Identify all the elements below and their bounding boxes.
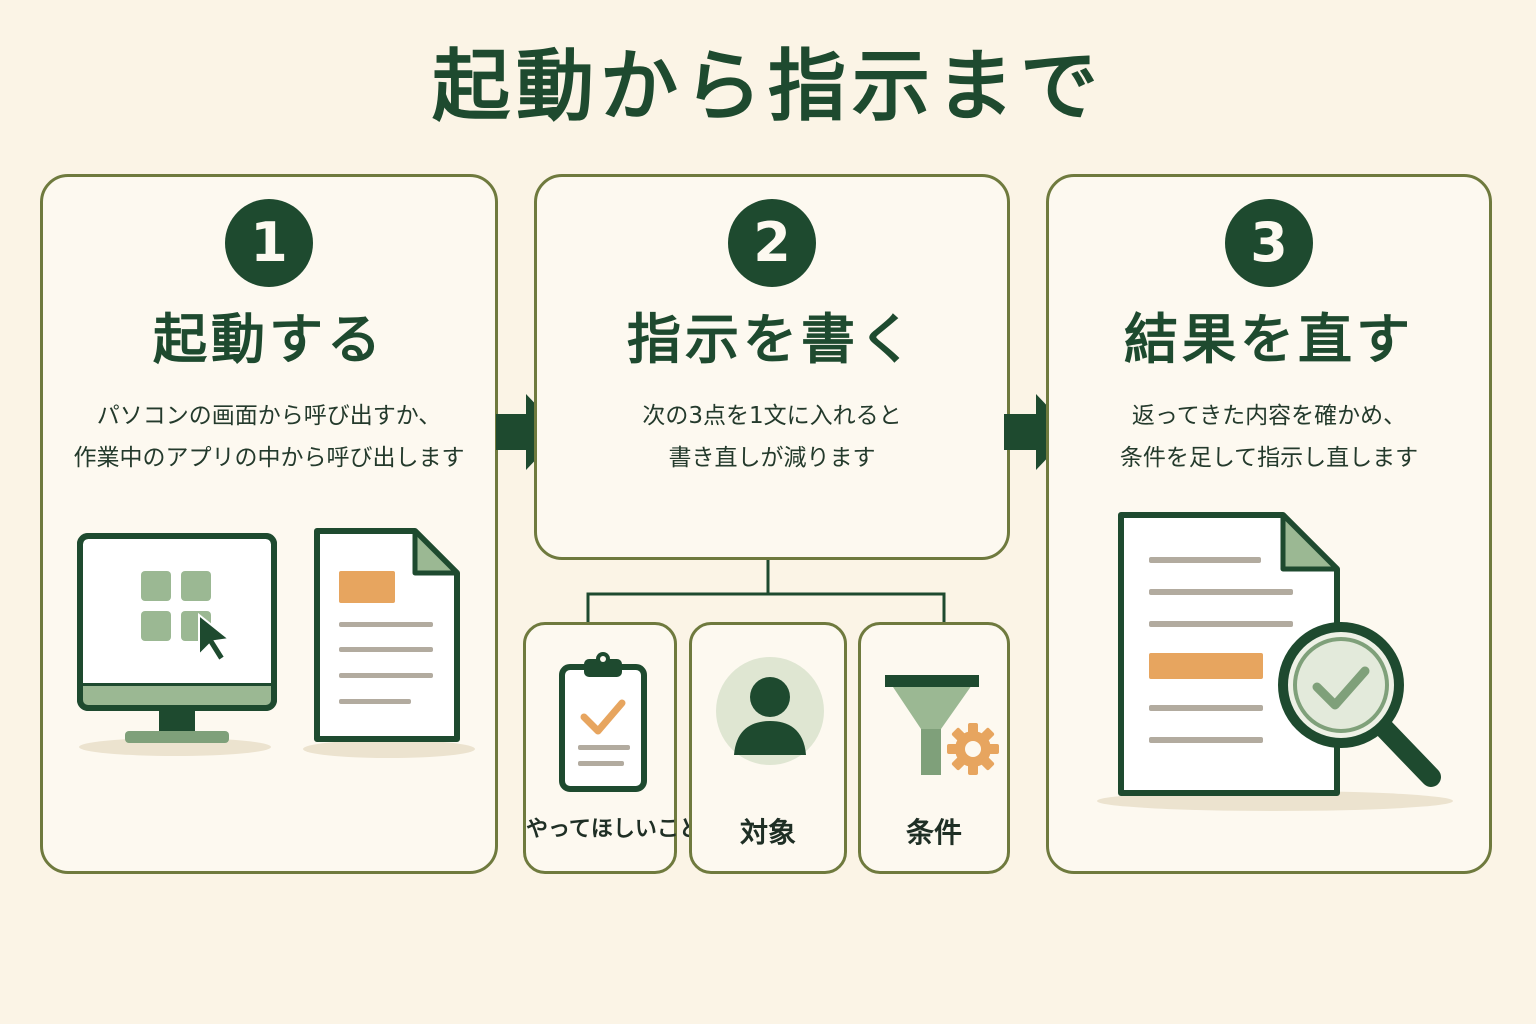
step-description-1: パソコンの画面から呼び出すか、 作業中のアプリの中から呼び出します [43, 395, 495, 479]
person-icon [716, 657, 824, 765]
funnel-gear-icon [885, 675, 999, 775]
description-line: 作業中のアプリの中から呼び出します [73, 445, 465, 471]
step-card-3: 3 結果を直す 返ってきた内容を確かめ、 条件を足して指示し直します [1046, 174, 1492, 874]
description-line: 条件を足して指示し直します [1119, 445, 1419, 471]
step-heading-2: 指示を書く [627, 308, 917, 371]
point-card-condition: 条件 [858, 622, 1010, 874]
monitor-icon [77, 533, 277, 756]
arrow-right-icon [1004, 394, 1072, 470]
point-label-condition: 条件 [905, 816, 962, 849]
point-card-task: やってほしいこと [523, 622, 701, 874]
point-card-target: 対象 [689, 622, 847, 874]
step-number-2: 2 [728, 199, 816, 287]
step-card-1: 1 起動する パソコンの画面から呼び出すか、 作業中のアプリの中から呼び出します [40, 174, 498, 874]
document-magnifier-check-icon [1097, 512, 1453, 811]
description-line: パソコンの画面から呼び出すか、 [96, 403, 442, 429]
step-heading-1: 起動する [153, 308, 385, 371]
description-line: 次の3点を1文に入れると [642, 403, 902, 429]
step-description-3: 返ってきた内容を確かめ、 条件を足して指示し直します [1049, 395, 1489, 479]
step-description-2: 次の3点を1文に入れると 書き直しが減ります [537, 395, 1007, 479]
step-number-3: 3 [1225, 199, 1313, 287]
step-number-1: 1 [225, 199, 313, 287]
arrow-right-icon [496, 394, 562, 470]
description-line: 書き直しが減ります [668, 445, 876, 471]
connector-lines [586, 560, 946, 624]
point-label-task: やってほしいこと [526, 817, 701, 842]
point-label-target: 対象 [739, 816, 796, 849]
step-card-2: 2 指示を書く 次の3点を1文に入れると 書き直しが減ります [534, 174, 1010, 560]
description-line: 返ってきた内容を確かめ、 [1131, 403, 1407, 429]
page-title: 起動から指示まで [431, 42, 1104, 132]
document-icon [303, 528, 475, 758]
step-heading-3: 結果を直す [1124, 308, 1414, 371]
clipboard-check-icon [559, 652, 647, 792]
